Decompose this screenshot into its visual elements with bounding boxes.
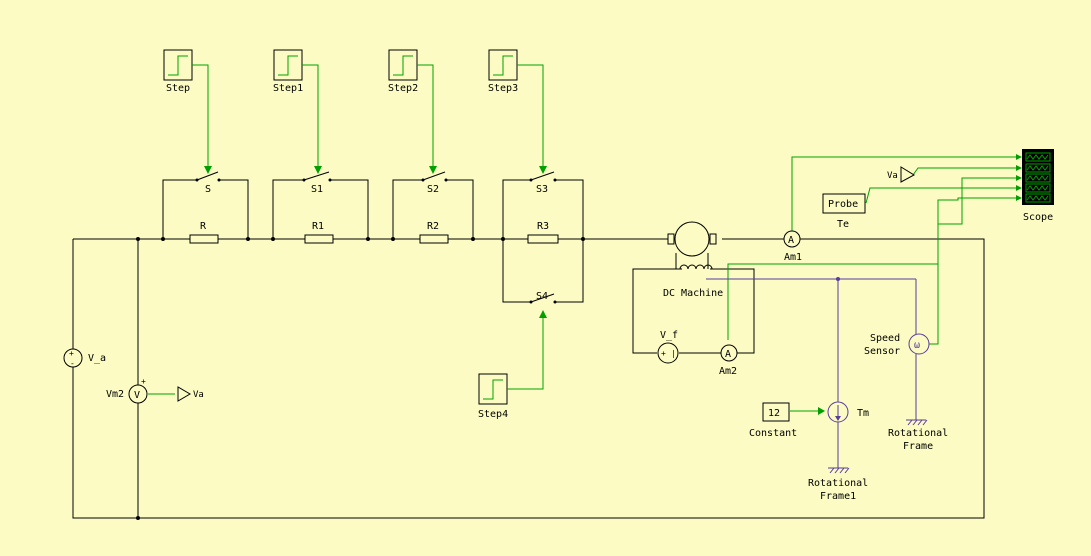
svg-text:12: 12 xyxy=(768,408,780,419)
svg-text:Va: Va xyxy=(887,171,898,181)
step3-block[interactable]: Step3 xyxy=(488,49,518,94)
svg-text:ω: ω xyxy=(914,340,920,351)
svg-text:Rotational: Rotational xyxy=(888,428,948,439)
svg-text:R2: R2 xyxy=(427,221,439,232)
svg-text:R3: R3 xyxy=(537,221,549,232)
svg-text:+: + xyxy=(69,349,74,358)
resistor-r2[interactable]: R2 xyxy=(419,221,449,244)
svg-text:Am2: Am2 xyxy=(719,366,737,377)
svg-text:Rotational: Rotational xyxy=(808,478,868,489)
svg-text:Frame1: Frame1 xyxy=(820,491,856,502)
speed-sensor[interactable]: ω Speed Sensor xyxy=(864,279,930,420)
svg-text:Step: Step xyxy=(166,83,190,94)
svg-text:DC Machine: DC Machine xyxy=(663,288,723,299)
svg-text:Step1: Step1 xyxy=(273,83,303,94)
shaft-junction xyxy=(836,277,840,281)
rotational-frame-ground: Rotational Frame xyxy=(888,419,948,452)
svg-text:S3: S3 xyxy=(536,184,548,195)
svg-text:Te: Te xyxy=(837,219,849,230)
svg-text:S2: S2 xyxy=(427,184,439,195)
svg-text:Vm2: Vm2 xyxy=(106,389,124,400)
svg-text:S: S xyxy=(205,184,211,195)
label-va-output[interactable]: Va xyxy=(177,386,204,402)
step-block[interactable]: Step xyxy=(163,49,193,94)
svg-text:Step2: Step2 xyxy=(388,83,418,94)
svg-text:S1: S1 xyxy=(311,184,323,195)
step2-block[interactable]: Step2 xyxy=(388,49,418,94)
probe-te[interactable]: Probe Te xyxy=(822,193,866,230)
switch-s2[interactable]: S2 xyxy=(421,171,448,195)
svg-text:V_f: V_f xyxy=(660,330,678,341)
svg-text:V: V xyxy=(134,390,140,401)
svg-text:+: + xyxy=(141,377,146,386)
svg-text:A: A xyxy=(725,349,731,360)
svg-text:Step3: Step3 xyxy=(488,83,518,94)
resistor-r3[interactable]: R3 xyxy=(527,221,559,244)
svg-text:A: A xyxy=(788,235,794,246)
svg-text:Va: Va xyxy=(193,390,204,400)
rotational-frame1-ground: Rotational Frame1 xyxy=(808,467,868,502)
svg-text:+: + xyxy=(661,349,666,358)
switch-s3[interactable]: S3 xyxy=(529,171,557,195)
ammeter-am2[interactable]: A Am2 xyxy=(719,344,738,377)
svg-text:Sensor: Sensor xyxy=(864,346,900,357)
dc-machine[interactable]: DC Machine xyxy=(663,221,723,299)
svg-text:Probe: Probe xyxy=(828,199,858,210)
svg-text:Constant: Constant xyxy=(749,428,797,439)
constant-block[interactable]: 12 Constant xyxy=(749,402,797,439)
svg-text:Step4: Step4 xyxy=(478,409,508,420)
svg-text:Speed: Speed xyxy=(870,333,900,344)
svg-text:S4: S4 xyxy=(536,291,548,302)
switch-s[interactable]: S xyxy=(195,171,221,195)
torque-source-tm[interactable]: Tm xyxy=(827,401,869,468)
svg-text:Scope: Scope xyxy=(1023,212,1053,223)
svg-text:R1: R1 xyxy=(312,221,324,232)
switch-s1[interactable]: S1 xyxy=(302,171,332,195)
junctions xyxy=(136,237,585,520)
voltage-source-v-a[interactable]: +- V_a xyxy=(63,348,106,368)
power-wires xyxy=(72,179,985,519)
step1-block[interactable]: Step1 xyxy=(273,49,303,94)
svg-text:V_a: V_a xyxy=(88,353,106,364)
svg-text:-: - xyxy=(70,359,75,368)
voltage-source-v-f[interactable]: + | V_f xyxy=(657,330,679,364)
resistor-r[interactable]: R xyxy=(189,221,219,244)
voltmeter-vm2[interactable]: V + Vm2 xyxy=(106,377,148,404)
svg-text:|: | xyxy=(671,349,676,358)
label-va-input[interactable]: Va xyxy=(887,166,916,183)
svg-text:Frame: Frame xyxy=(903,441,933,452)
switch-s4[interactable]: S4 xyxy=(529,291,557,304)
control-signals xyxy=(148,64,1022,415)
ammeter-am1[interactable]: A Am1 xyxy=(783,230,802,263)
svg-text:R: R xyxy=(200,221,207,232)
svg-text:Tm: Tm xyxy=(857,408,869,419)
resistor-r1[interactable]: R1 xyxy=(304,221,334,244)
svg-text:Am1: Am1 xyxy=(784,252,802,263)
step4-block[interactable]: Step4 xyxy=(478,373,508,420)
scope-block[interactable]: Scope xyxy=(1022,149,1054,223)
